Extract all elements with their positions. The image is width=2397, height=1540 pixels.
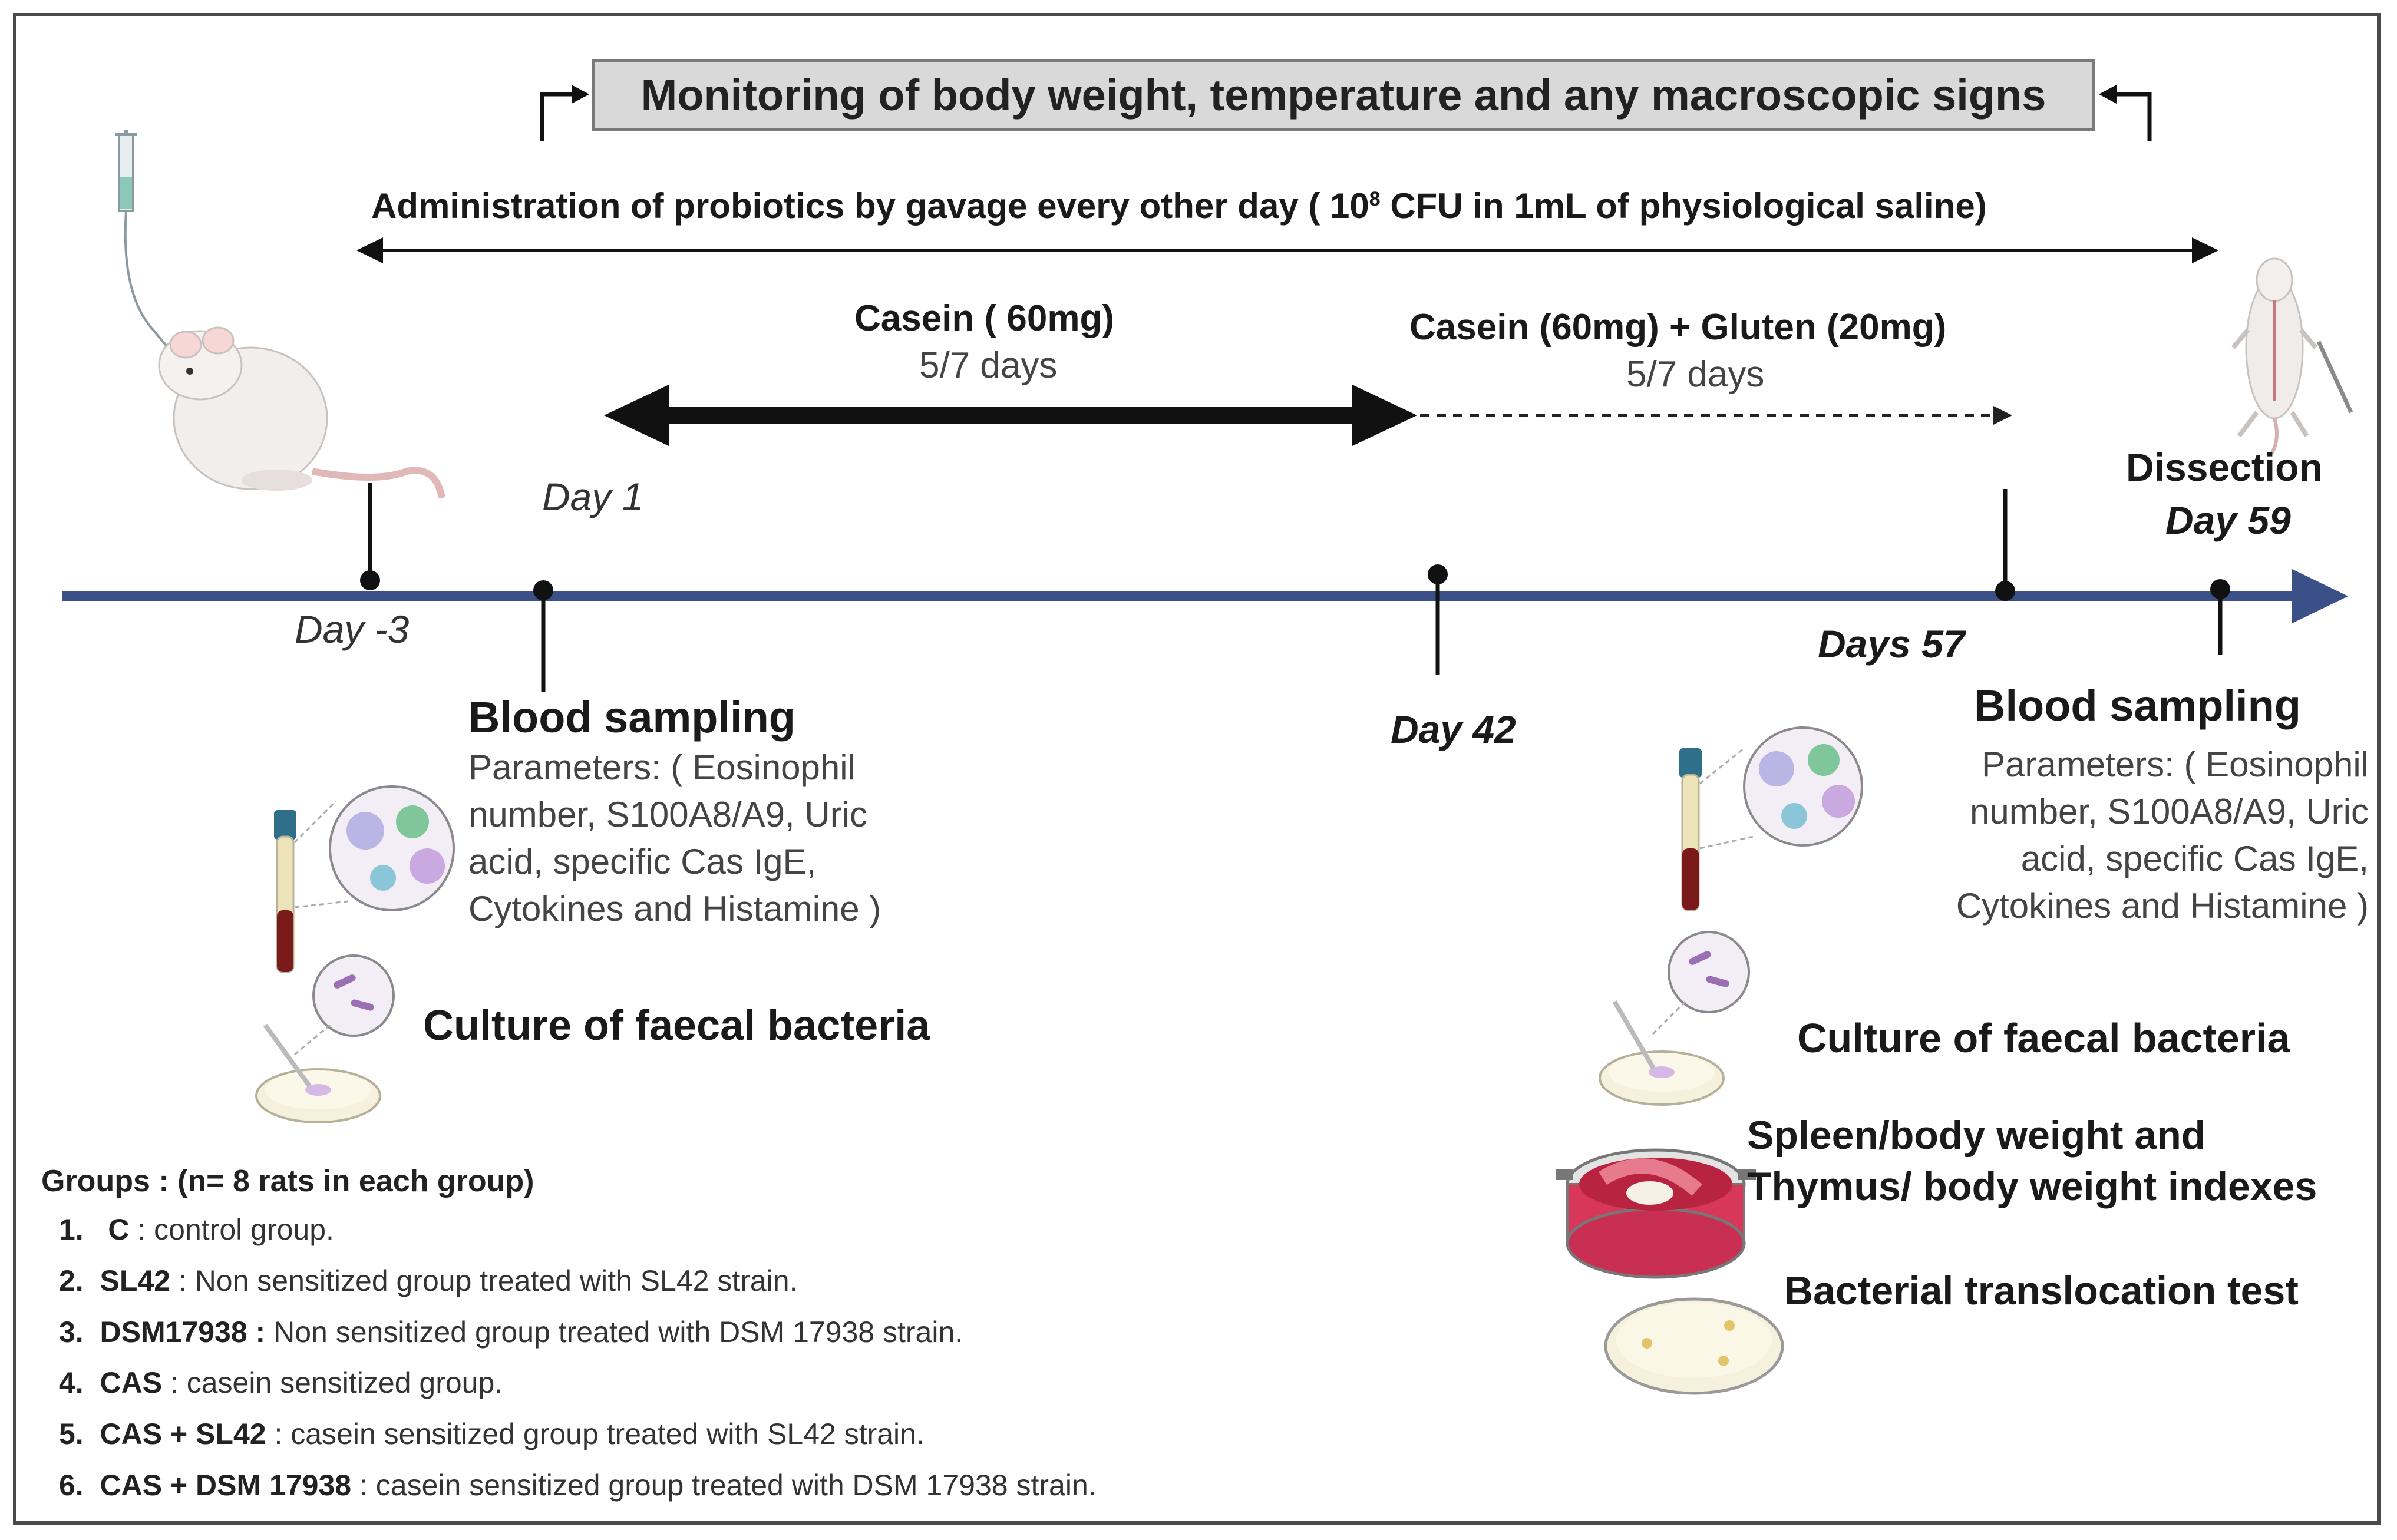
organ-dish-icon [1556, 1148, 1756, 1279]
left-parameters: Parameters: ( Eosinophil number, S100A8/… [468, 744, 881, 933]
monitoring-bracket [540, 85, 2152, 141]
group-name: DSM17938 : [100, 1316, 266, 1349]
right-param-line: acid, specific Cas IgE, [2020, 839, 2369, 878]
day1-label: Day 1 [542, 475, 644, 518]
monitoring-text: Monitoring of body weight, temperature a… [640, 70, 2046, 120]
left-param-line: number, S100A8/A9, Uric [468, 795, 868, 834]
left-param-line: Parameters: ( Eosinophil [468, 748, 856, 787]
group-item: 5. CAS + SL42 : casein sensitized group … [59, 1417, 925, 1451]
group-number: 4. [59, 1366, 84, 1399]
group-name: SL42 [100, 1264, 171, 1297]
right-param-line: number, S100A8/A9, Uric [1969, 792, 2369, 831]
group-description: : Non sensitized group treated with SL42… [170, 1264, 798, 1297]
administration-text-start: Administration of probiotics by gavage e… [371, 186, 1369, 226]
administration-text-end: CFU in 1mL of physiological saline) [1380, 186, 1987, 226]
right-blood-sampling-title: Blood sampling [1974, 681, 2301, 730]
phase2-schedule: 5/7 days [1626, 354, 1765, 395]
group-name: C [108, 1213, 130, 1246]
rat-icon [158, 326, 445, 499]
group-item: 6. CAS + DSM 17938 : casein sensitized g… [59, 1468, 1097, 1502]
dissection-label: Dissection [2126, 445, 2323, 489]
group-name: CAS + DSM 17938 [100, 1469, 352, 1502]
monitoring-box: Monitoring of body weight, temperature a… [592, 59, 2095, 131]
figure-frame [13, 13, 2381, 1525]
phase1-title: Casein ( 60mg) [854, 298, 1115, 339]
group-name: CAS + SL42 [100, 1417, 266, 1450]
group-number: 2. [59, 1264, 84, 1297]
timeline [62, 569, 2348, 623]
timeline-markers [360, 483, 2230, 692]
indexes-line1: Spleen/body weight and [1747, 1113, 2206, 1158]
left-blood-sampling-title: Blood sampling [468, 693, 795, 742]
group-number: 5. [59, 1417, 84, 1450]
right-param-line: Cytokines and Histamine ) [1956, 886, 2369, 926]
casein-phase-arrow [604, 385, 1417, 446]
cells-magnifier-icon-right [1699, 726, 1863, 850]
group-item: 2. SL42 : Non sensitized group treated w… [59, 1264, 798, 1298]
left-param-line: Cytokines and Histamine ) [468, 889, 881, 928]
right-parameters: Parameters: ( Eosinophil number, S100A8/… [1868, 741, 2369, 930]
phase1-schedule: 5/7 days [919, 345, 1058, 386]
cells-magnifier-icon-left [293, 785, 455, 911]
day-minus3-label: Day -3 [295, 607, 410, 651]
bacteria-plate-icon-right [1599, 931, 1750, 1106]
gluten-phase-arrow [1420, 406, 2012, 425]
administration-label: Administration of probiotics by gavage e… [371, 186, 1987, 226]
group-number: 1. [59, 1213, 84, 1246]
administration-superscript: 8 [1369, 188, 1381, 210]
translocation-plate-icon [1604, 1297, 1784, 1395]
right-param-line: Parameters: ( Eosinophil [1982, 745, 2369, 784]
right-culture-label: Culture of faecal bacteria [1797, 1015, 2290, 1061]
group-number: 6. [59, 1469, 84, 1502]
blood-tube-icon-right [1679, 748, 1702, 911]
group-number: 3. [59, 1316, 84, 1349]
group-description: : control group. [129, 1213, 334, 1246]
days57-label: Days 57 [1818, 622, 1965, 666]
translocation-label: Bacterial translocation test [1784, 1268, 2299, 1313]
blood-tube-icon-left [274, 810, 296, 973]
group-item: 1. C : control group. [59, 1212, 334, 1247]
group-description: : casein sensitized group. [162, 1366, 503, 1399]
groups-title: Groups : (n= 8 rats in each group) [41, 1164, 534, 1198]
phase2-title: Casein (60mg) + Gluten (20mg) [1409, 307, 1947, 348]
bacteria-plate-icon-left [255, 954, 395, 1123]
group-description: : casein sensitized group treated with D… [351, 1469, 1097, 1502]
group-name: CAS [100, 1366, 163, 1399]
left-param-line: acid, specific Cas IgE, [468, 842, 817, 881]
indexes-line2: Thymus/ body weight indexes [1747, 1164, 2317, 1209]
dissection-rat-icon [2231, 257, 2353, 455]
administration-arrow [356, 237, 2218, 263]
group-item: 3. DSM17938 : Non sensitized group treat… [59, 1315, 963, 1349]
left-culture-label: Culture of faecal bacteria [423, 1002, 930, 1049]
day42-label: Day 42 [1391, 708, 1516, 751]
group-description: : casein sensitized group treated with S… [266, 1417, 925, 1450]
day59-label: Day 59 [2165, 498, 2291, 542]
group-description: Non sensitized group treated with DSM 17… [265, 1316, 963, 1349]
group-item: 4. CAS : casein sensitized group. [59, 1366, 503, 1400]
